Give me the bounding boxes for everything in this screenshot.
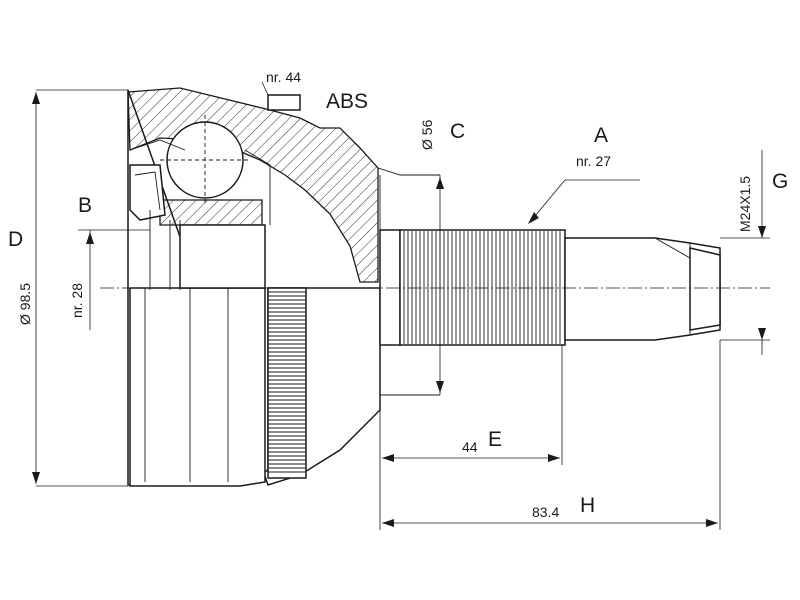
thread-end [689,247,721,331]
label-m24: M24X1.5 [737,176,753,232]
inner-race-hatch [159,199,263,226]
abs-ring [267,287,307,479]
label-d: D [8,228,23,251]
label-g: G [772,170,788,193]
label-e: E [488,428,502,451]
label-a: A [594,124,608,147]
joint-housing [127,87,440,487]
label-nr28: nr. 28 [69,283,85,318]
abs-notch [267,94,301,111]
stub-shaft [379,229,721,346]
label-c: C [450,120,465,143]
label-nr27: nr. 27 [576,153,611,169]
label-abs: ABS [326,90,368,113]
label-dia985: Ø 98.5 [17,283,33,325]
label-nr44: nr. 44 [266,69,301,85]
label-b: B [78,194,92,217]
label-dia56: Ø 56 [419,119,435,150]
dimension-lines [32,81,770,530]
label-dim44: 44 [462,439,478,455]
label-dim834: 83.4 [532,504,559,520]
label-h: H [580,494,595,517]
spline-section [399,229,566,346]
